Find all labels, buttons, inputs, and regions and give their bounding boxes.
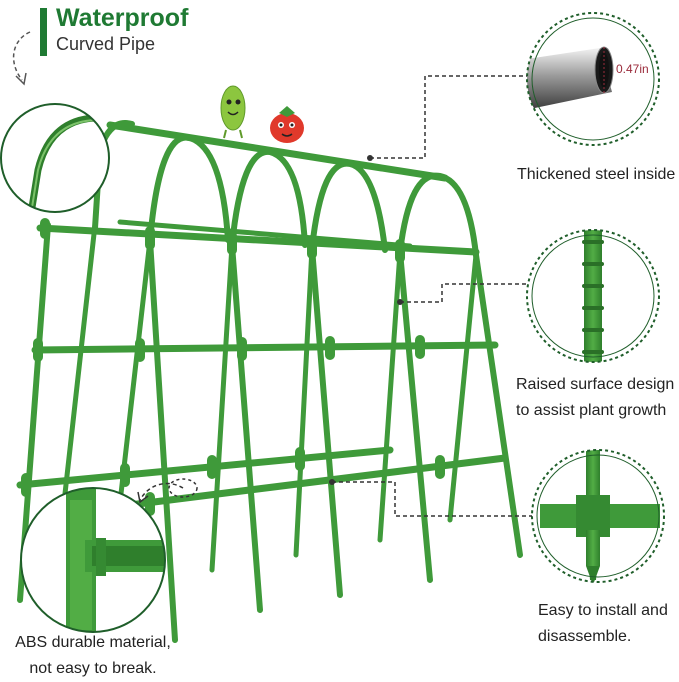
steel-pipe-inset <box>526 12 660 146</box>
curved-pipe-inset <box>0 103 110 213</box>
abs-caption: ABS durable material, not easy to break. <box>15 634 171 677</box>
cucumber-mascot-icon <box>220 85 246 139</box>
page-subtitle: Curved Pipe <box>56 34 156 54</box>
tomato-mascot-icon <box>270 106 304 143</box>
trellis-frame <box>16 120 523 643</box>
steel-caption: Thickened steel inside <box>517 166 676 183</box>
install-caption: Easy to install and disassemble. <box>538 602 668 645</box>
raised-surface-inset <box>526 229 660 363</box>
title-accent-bar <box>40 8 47 56</box>
connector-assembly-inset <box>531 449 665 583</box>
t-connector-inset <box>20 487 166 633</box>
page-title: Waterproof <box>56 4 189 32</box>
surface-caption: Raised surface design to assist plant gr… <box>516 376 675 419</box>
diameter-measurement: 0.47in <box>616 62 649 76</box>
